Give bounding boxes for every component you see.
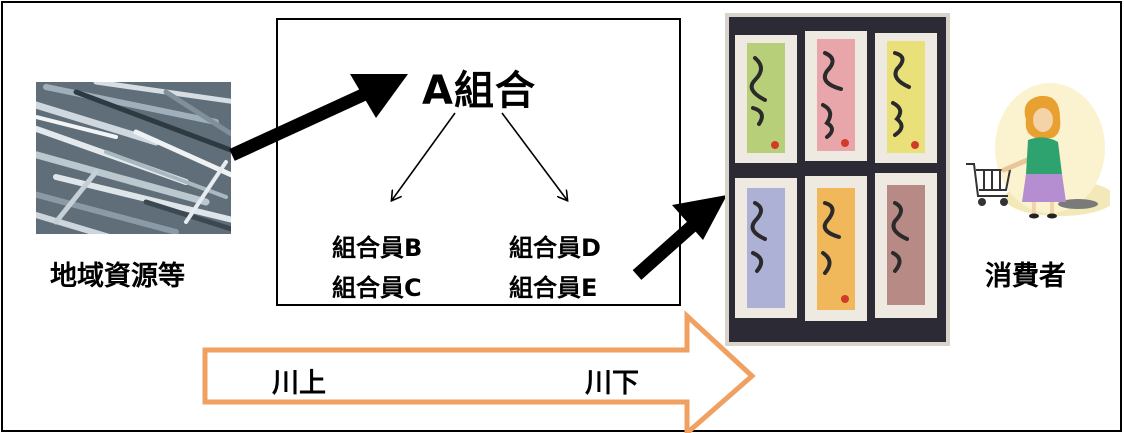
member-d-label: 組合員D [509,234,601,262]
arrow-resource-to-cooperative [229,74,408,161]
fish-resource-photo [36,82,231,234]
arrow-to-right-members [501,112,567,200]
cooperative-title: A組合 [422,68,536,114]
consumer-label: 消費者 [985,261,1066,292]
consumer-illustration [960,78,1110,226]
shopping-cart-icon [966,163,1012,197]
resource-label: 地域資源等 [50,261,185,292]
cooperative-box [276,18,681,306]
arrow-to-left-members [392,112,456,200]
downstream-label: 川下 [585,368,639,399]
arrow-members-to-product [632,195,727,280]
member-b-label: 組合員B [332,234,423,262]
product-photo [725,13,950,346]
member-c-label: 組合員C [332,274,422,302]
upstream-label: 川上 [272,368,326,399]
member-e-label: 組合員E [509,274,598,302]
